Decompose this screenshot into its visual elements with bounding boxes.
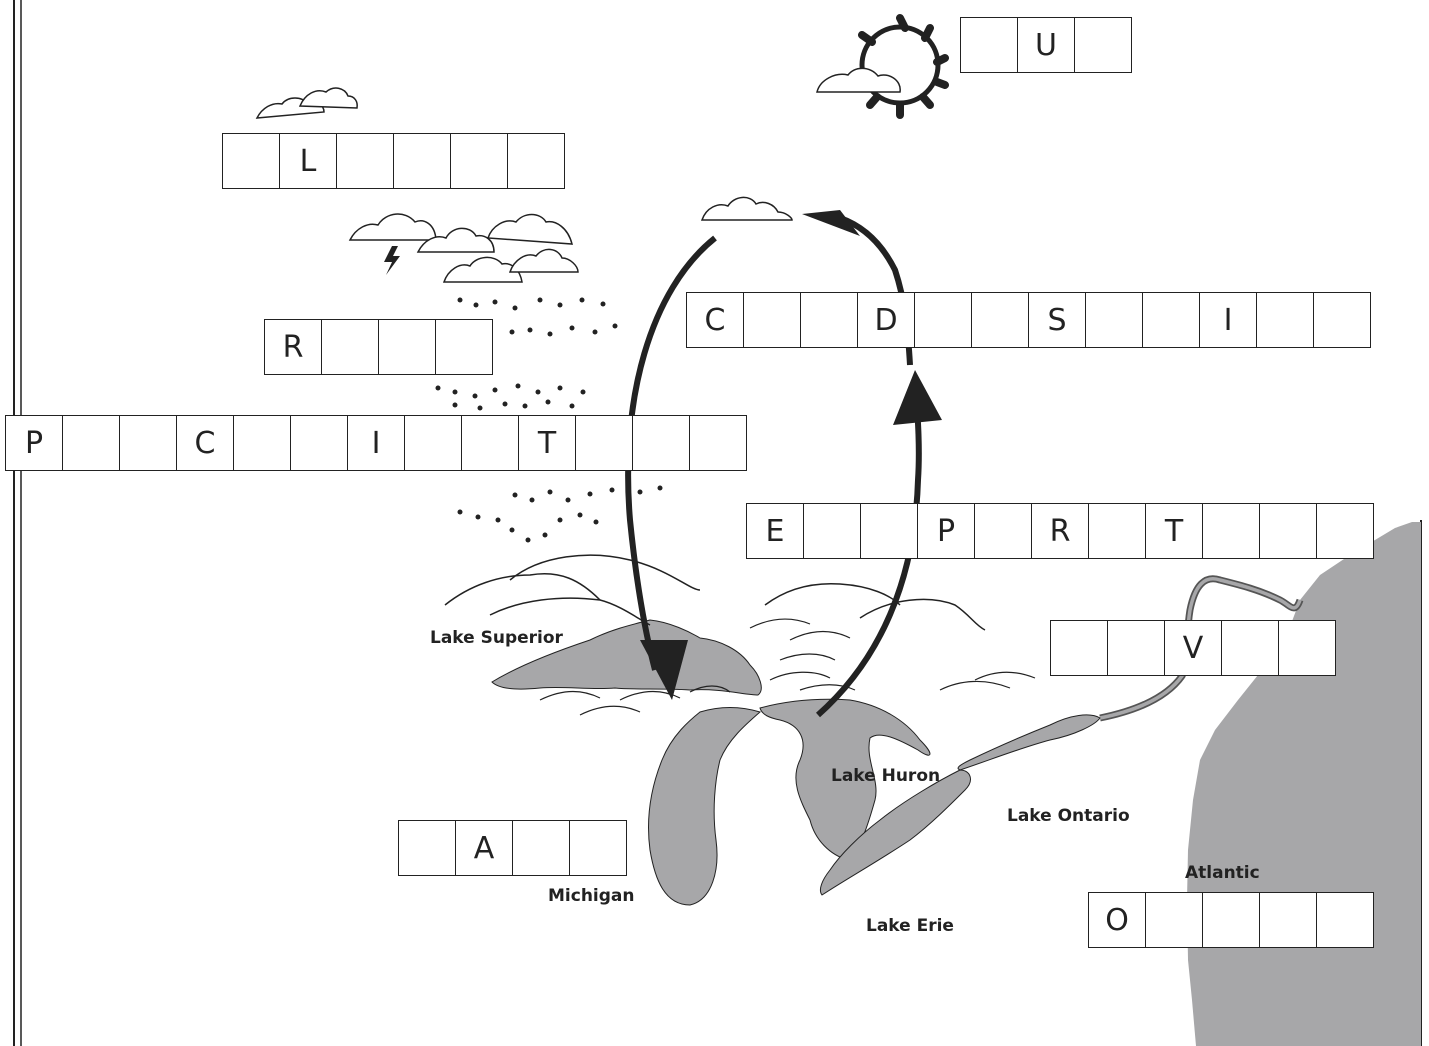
letter-box[interactable] [1221,620,1279,676]
sun-word-grid: U [960,17,1131,73]
letter-box[interactable] [233,415,291,471]
letter-box[interactable] [569,820,627,876]
atlantic-label: Atlantic [1185,863,1260,883]
rain-word-grid: R [264,319,492,375]
letter-box[interactable] [860,503,918,559]
letter-box[interactable] [461,415,519,471]
sun-icon [817,18,945,115]
letter-box[interactable]: L [279,133,337,189]
letter-box[interactable] [689,415,747,471]
letter-box[interactable] [1202,503,1260,559]
letter-box[interactable] [960,17,1018,73]
letter-box[interactable] [1313,292,1371,348]
letter-box[interactable] [1142,292,1200,348]
letter-box[interactable]: C [176,415,234,471]
evaporation-word-grid: E P R T [746,503,1373,559]
letter-box[interactable] [971,292,1029,348]
letter-box[interactable] [803,503,861,559]
letter-box[interactable]: A [455,820,513,876]
letter-box[interactable] [393,133,451,189]
lake-superior-label: Lake Superior [430,628,563,648]
letter-box[interactable]: S [1028,292,1086,348]
letter-box[interactable] [512,820,570,876]
letter-box[interactable]: R [264,319,322,375]
letter-box[interactable] [1145,892,1203,948]
cloud-word-grid: L [222,133,564,189]
letter-box[interactable] [507,133,565,189]
letter-box[interactable] [62,415,120,471]
michigan-label: Michigan [548,886,635,906]
letter-box[interactable] [1088,503,1146,559]
condensation-cloud-icon [702,197,792,220]
letter-box[interactable] [632,415,690,471]
letter-box[interactable] [321,319,379,375]
lake-word-grid: A [398,820,626,876]
letter-box[interactable] [1259,503,1317,559]
letter-box[interactable] [1107,620,1165,676]
letter-box[interactable] [914,292,972,348]
letter-box[interactable]: T [1145,503,1203,559]
ocean-word-grid: O [1088,892,1373,948]
letter-box[interactable] [1256,292,1314,348]
letter-box[interactable] [1259,892,1317,948]
letter-box[interactable]: I [1199,292,1257,348]
letter-box[interactable]: D [857,292,915,348]
letter-box[interactable] [119,415,177,471]
evaporation-arrowhead [893,370,942,425]
letter-box[interactable] [435,319,493,375]
precipitation-word-grid: P C I T [5,415,746,471]
atlantic-ocean-shape [1187,522,1421,1046]
lake-erie-label: Lake Erie [866,916,954,936]
letter-box[interactable] [1085,292,1143,348]
storm-cloud-icon [350,214,578,282]
condensation-word-grid: C D S I [686,292,1370,348]
letter-box[interactable]: R [1031,503,1089,559]
hill-outline [445,574,600,605]
letter-box[interactable] [290,415,348,471]
lake-ontario-label: Lake Ontario [1007,806,1130,826]
letter-box[interactable]: C [686,292,744,348]
letter-box[interactable] [404,415,462,471]
letter-box[interactable] [1202,892,1260,948]
letter-box[interactable]: E [746,503,804,559]
letter-box[interactable]: T [518,415,576,471]
letter-box[interactable] [1316,892,1374,948]
letter-box[interactable]: I [347,415,405,471]
letter-box[interactable] [398,820,456,876]
lake-huron-label: Lake Huron [831,766,940,786]
letter-box[interactable] [974,503,1032,559]
letter-box[interactable] [450,133,508,189]
cloud-icon [257,88,357,118]
letter-box[interactable]: P [917,503,975,559]
letter-box[interactable] [222,133,280,189]
letter-box[interactable] [575,415,633,471]
letter-box[interactable] [800,292,858,348]
letter-box[interactable] [1074,17,1132,73]
letter-box[interactable] [1278,620,1336,676]
letter-box[interactable]: V [1164,620,1222,676]
letter-box[interactable] [1050,620,1108,676]
letter-box[interactable] [743,292,801,348]
letter-box[interactable] [336,133,394,189]
lake-ontario-shape [958,715,1100,770]
letter-box[interactable] [1316,503,1374,559]
letter-box[interactable]: O [1088,892,1146,948]
letter-box[interactable]: P [5,415,63,471]
letter-box[interactable]: U [1017,17,1075,73]
lake-michigan-shape [649,708,761,906]
river-word-grid: V [1050,620,1335,676]
letter-box[interactable] [378,319,436,375]
